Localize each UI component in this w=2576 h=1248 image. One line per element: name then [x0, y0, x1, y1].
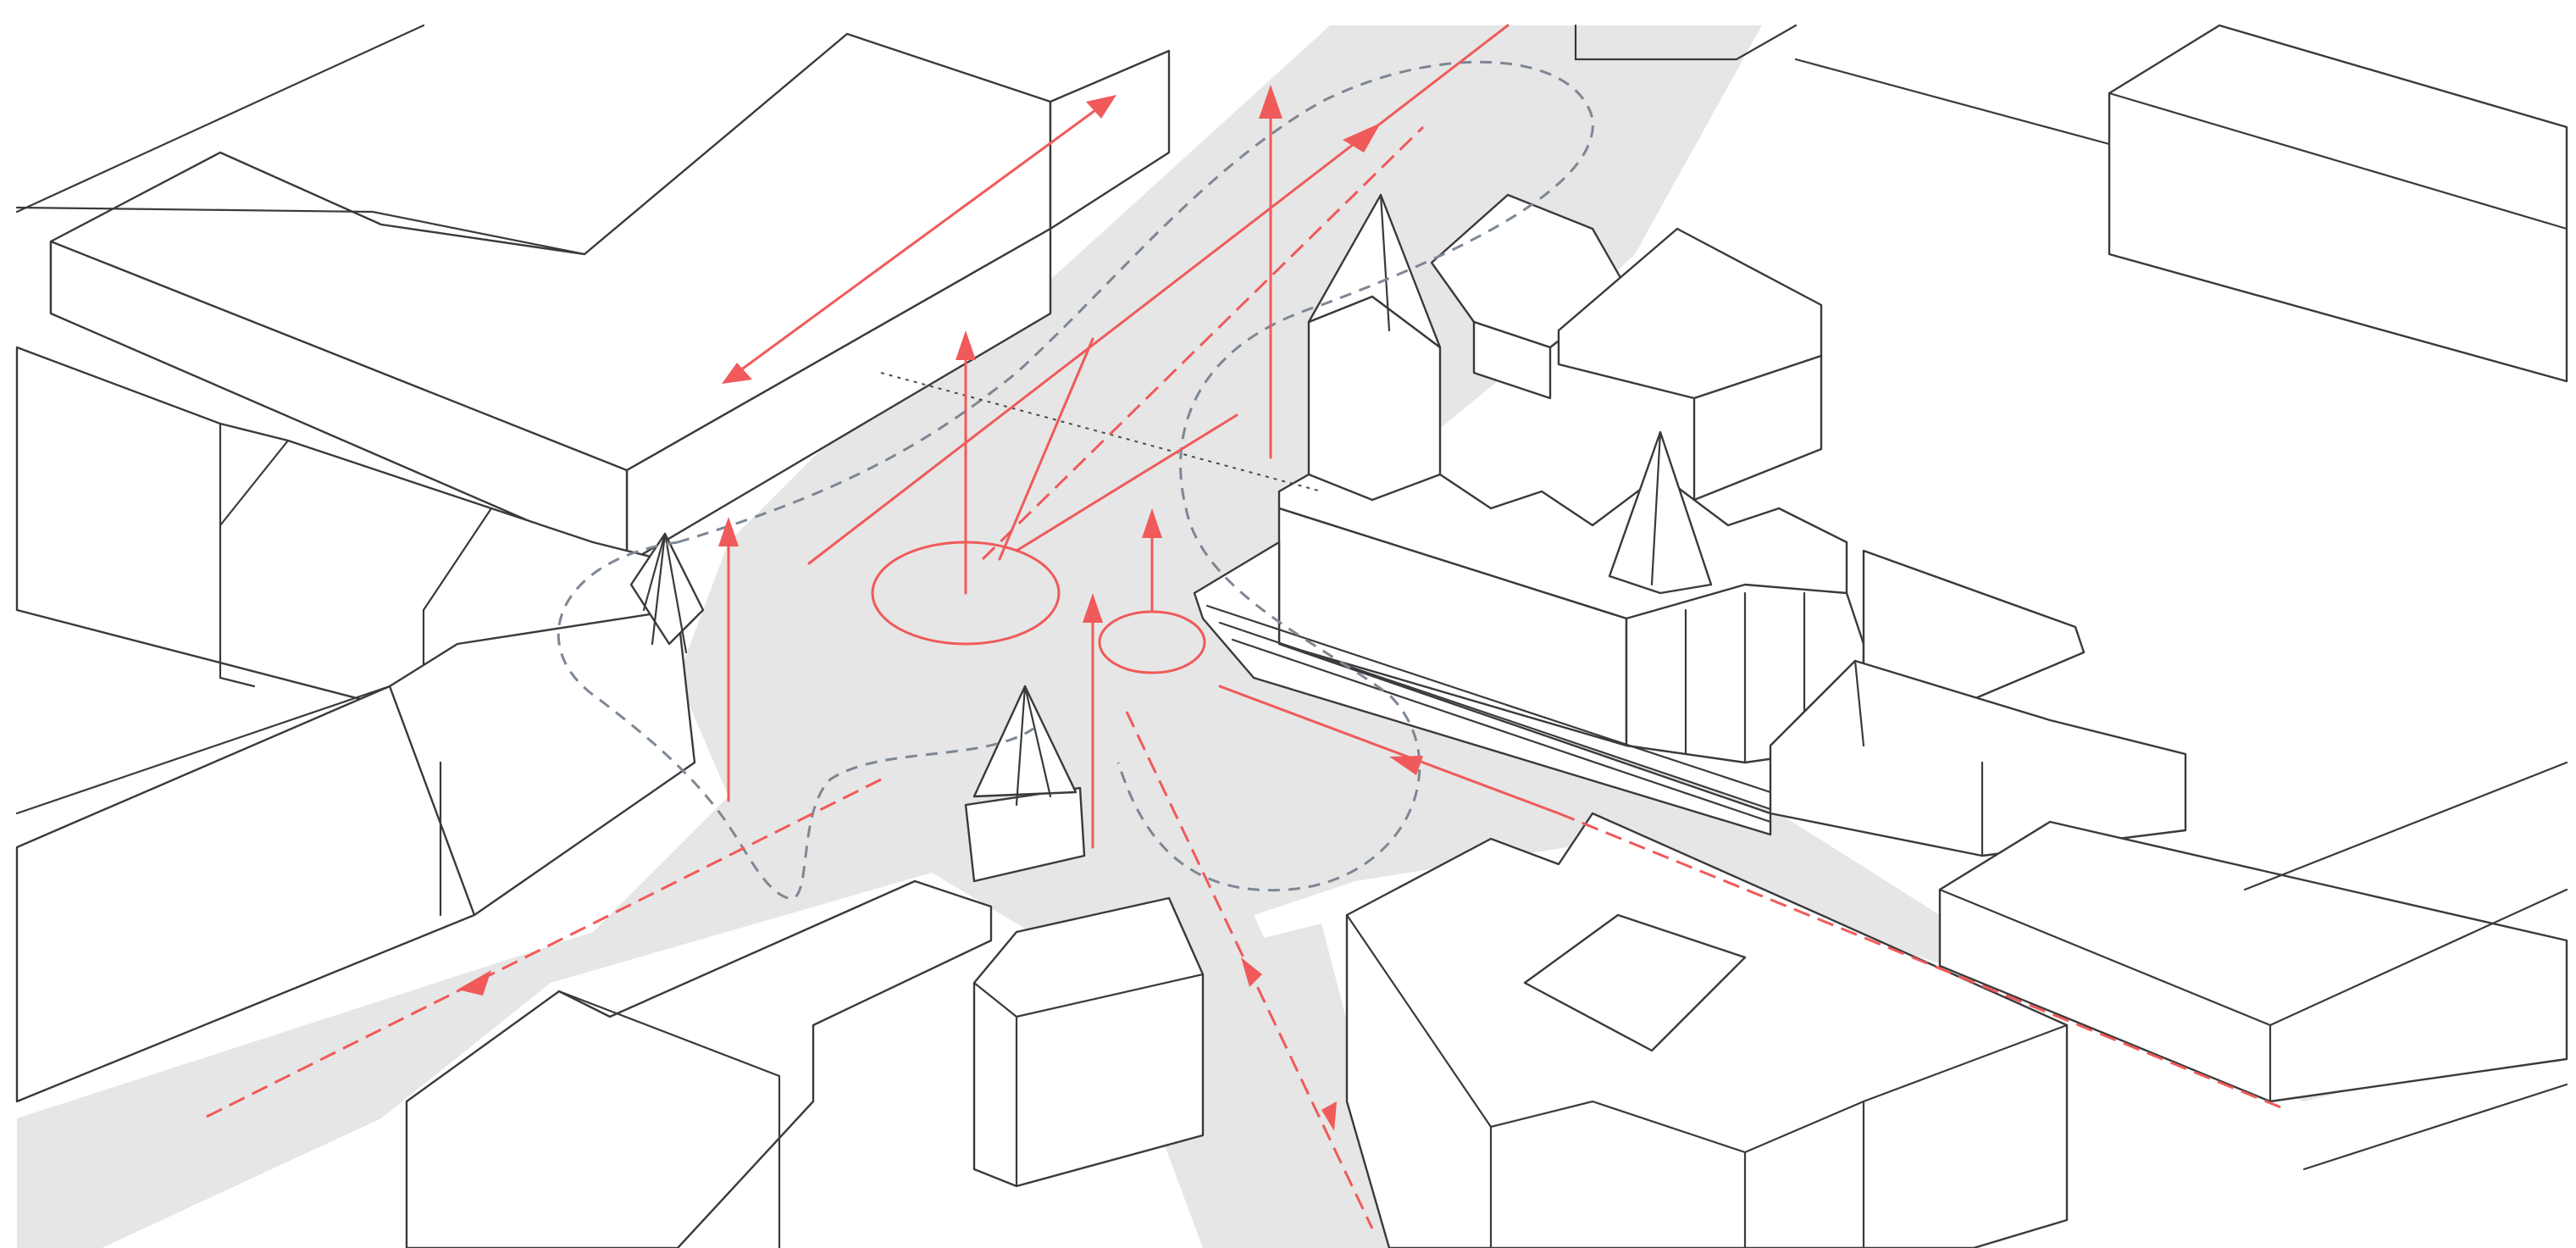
building-edge	[2269, 888, 2568, 1027]
church-spire-ridge	[1650, 430, 1662, 586]
church-steps	[1193, 541, 1772, 836]
arrowhead	[1389, 756, 1423, 775]
building-house-corner	[15, 685, 476, 1103]
gathering-circle-small	[1098, 610, 1206, 674]
building-edge	[15, 685, 391, 815]
flow-line-diagonal-dashed	[981, 125, 1425, 561]
building-block-northeast	[1430, 24, 2568, 502]
building-edge	[219, 422, 256, 688]
building-edge	[15, 24, 425, 214]
building-east-1	[1769, 659, 2187, 857]
arrowhead	[718, 517, 739, 546]
church-step-line	[1231, 638, 1772, 824]
building-block-southeast	[1345, 812, 2568, 1248]
activity-zones	[557, 60, 1594, 900]
turret-ridge	[651, 532, 667, 646]
arrowhead	[1241, 957, 1262, 987]
courtyard-void	[1523, 913, 1747, 1052]
building-edge	[2108, 92, 2568, 230]
building-tower-north	[1049, 49, 1171, 230]
church-apse-spire	[1608, 430, 1713, 595]
church	[1193, 193, 2086, 836]
flow-line-east	[1218, 685, 1560, 815]
turret-ridge	[1015, 685, 1027, 807]
flow-line-east-dashed	[1558, 812, 2288, 1112]
arrowhead	[1083, 593, 1103, 623]
building-ne-small-wall	[1472, 320, 1552, 400]
building-ne-tall	[2108, 24, 2568, 383]
building-row-east	[1769, 659, 2568, 1103]
building-edge	[219, 439, 290, 527]
flow-line-spoke	[998, 337, 1094, 561]
building-south-row	[405, 879, 993, 1248]
building-edge	[2243, 761, 2568, 891]
building-edge	[2302, 1083, 2568, 1171]
building-edge	[1853, 659, 1865, 747]
public-space-lane	[1186, 924, 1406, 1248]
building-block-south	[405, 879, 1205, 1248]
building-ne-house-wall	[1692, 354, 1823, 502]
arrowhead	[1142, 508, 1162, 538]
arrowhead	[1321, 1101, 1337, 1131]
turret-south	[964, 685, 1086, 883]
church-spire-ridge	[1379, 193, 1391, 332]
building-south-house	[972, 896, 1205, 1188]
arrowhead	[1343, 123, 1381, 153]
arrowhead	[1086, 95, 1116, 119]
building-row-west	[15, 346, 696, 1103]
turret-spire	[972, 685, 1077, 798]
church-step-line	[1205, 604, 1772, 794]
building-edge	[1574, 24, 1798, 61]
arrowhead	[956, 330, 976, 360]
turret-ridge	[1023, 685, 1052, 798]
arrowhead	[722, 363, 752, 384]
building-east-2	[1938, 820, 2568, 1103]
church-spire	[1307, 193, 1442, 349]
church-step-line	[1218, 621, 1772, 811]
flow-line-spoke	[1015, 413, 1238, 552]
building-block-northwest	[15, 24, 1171, 565]
turret-west	[629, 532, 705, 654]
flow-line-diagonal	[807, 24, 1510, 565]
arrowhead	[1259, 85, 1282, 119]
turret-spire	[629, 532, 705, 646]
public-space-area	[17, 25, 2338, 1248]
zone-boundary-north	[677, 60, 1594, 892]
movement-flows	[202, 24, 2288, 1229]
building-edge	[1794, 58, 2111, 146]
building-edge	[15, 206, 586, 256]
building-edge	[1345, 913, 2069, 1154]
turret-ridge	[642, 532, 667, 612]
arrowhead	[457, 970, 491, 996]
building-edge	[557, 990, 781, 1248]
turret-ridge	[663, 532, 688, 654]
flow-line-double	[735, 104, 1103, 374]
public-space	[17, 25, 2338, 1248]
